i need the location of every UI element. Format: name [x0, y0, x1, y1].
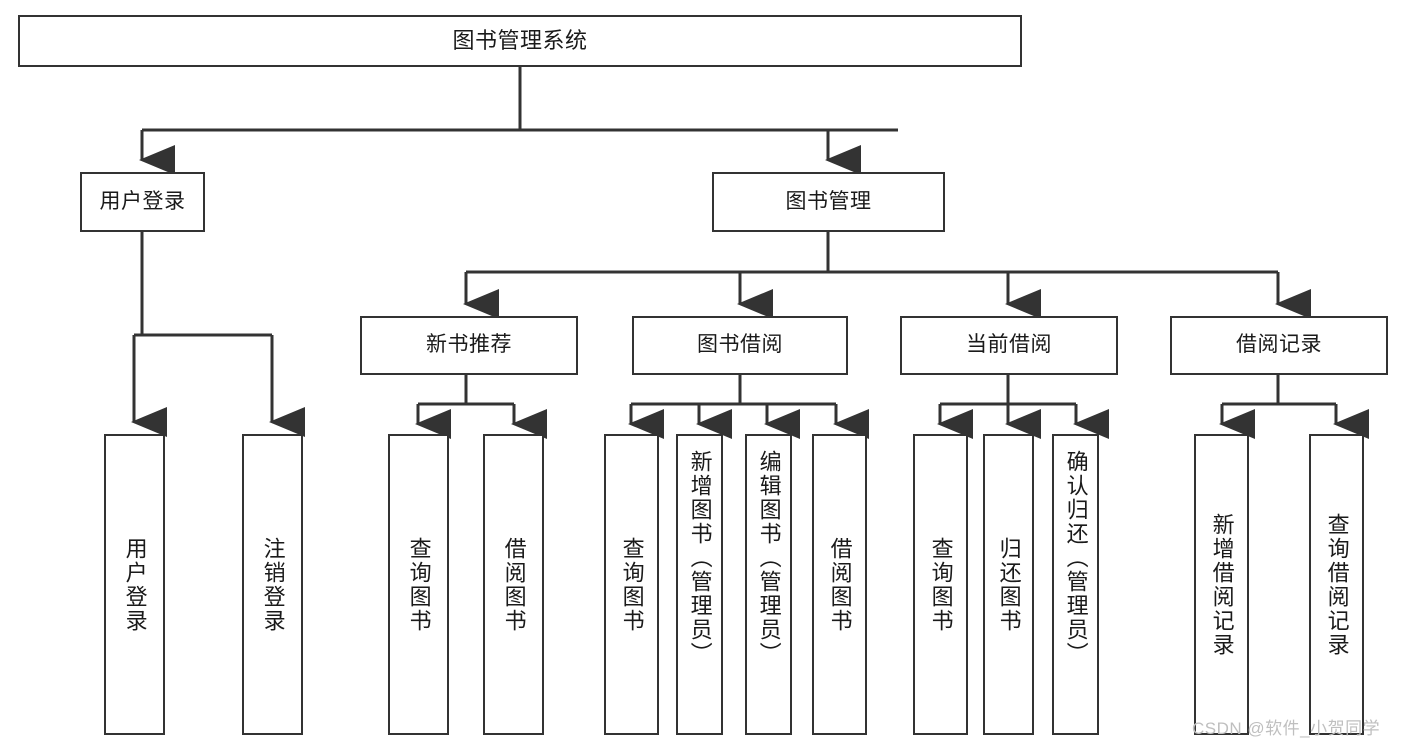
- leaf-user-login[interactable]: 用户登录: [104, 434, 165, 735]
- leaf-borrow-borrow-book-label: 借阅图书: [827, 536, 853, 633]
- leaf-record-query-record[interactable]: 查询借阅记录: [1309, 434, 1364, 735]
- leaf-recommend-query-book[interactable]: 查询图书: [388, 434, 449, 735]
- node-root-label: 图书管理系统: [452, 28, 588, 54]
- leaf-user-login-label: 用户登录: [122, 536, 148, 633]
- leaf-current-query-book[interactable]: 查询图书: [913, 434, 968, 735]
- node-current-borrow-label: 当前借阅: [966, 333, 1052, 357]
- leaf-current-query-book-label: 查询图书: [928, 536, 954, 633]
- node-book-borrow-label: 图书借阅: [697, 333, 783, 357]
- node-new-book-recommend[interactable]: 新书推荐: [360, 316, 578, 375]
- leaf-current-confirm-return-label: 确认归还（管理员）: [1063, 450, 1089, 666]
- leaf-logout[interactable]: 注销登录: [242, 434, 303, 735]
- leaf-recommend-borrow-book[interactable]: 借阅图书: [483, 434, 544, 735]
- node-current-borrow[interactable]: 当前借阅: [900, 316, 1118, 375]
- leaf-borrow-query-book[interactable]: 查询图书: [604, 434, 659, 735]
- leaf-record-query-record-label: 查询借阅记录: [1324, 512, 1350, 657]
- leaf-record-add-record[interactable]: 新增借阅记录: [1194, 434, 1249, 735]
- leaf-current-return-book[interactable]: 归还图书: [983, 434, 1034, 735]
- leaf-current-confirm-return[interactable]: 确认归还（管理员）: [1052, 434, 1099, 735]
- node-user-login[interactable]: 用户登录: [80, 172, 205, 232]
- node-user-login-label: 用户登录: [99, 189, 186, 213]
- leaf-logout-label: 注销登录: [260, 536, 286, 633]
- leaf-borrow-edit-book[interactable]: 编辑图书（管理员）: [745, 434, 792, 735]
- leaf-borrow-add-book[interactable]: 新增图书（管理员）: [676, 434, 723, 735]
- node-book-borrow[interactable]: 图书借阅: [632, 316, 848, 375]
- leaf-borrow-borrow-book[interactable]: 借阅图书: [812, 434, 867, 735]
- leaf-record-add-record-label: 新增借阅记录: [1209, 512, 1235, 657]
- node-book-management[interactable]: 图书管理: [712, 172, 945, 232]
- node-new-book-recommend-label: 新书推荐: [426, 333, 512, 357]
- leaf-borrow-edit-book-label: 编辑图书（管理员）: [756, 450, 782, 666]
- leaf-borrow-add-book-label: 新增图书（管理员）: [687, 450, 713, 666]
- node-borrow-record[interactable]: 借阅记录: [1170, 316, 1388, 375]
- node-book-management-label: 图书管理: [785, 189, 872, 213]
- leaf-recommend-borrow-book-label: 借阅图书: [501, 536, 527, 633]
- leaf-recommend-query-book-label: 查询图书: [406, 536, 432, 633]
- leaf-current-return-book-label: 归还图书: [996, 536, 1022, 633]
- leaf-borrow-query-book-label: 查询图书: [619, 536, 645, 633]
- node-root[interactable]: 图书管理系统: [18, 15, 1022, 67]
- node-borrow-record-label: 借阅记录: [1236, 333, 1322, 357]
